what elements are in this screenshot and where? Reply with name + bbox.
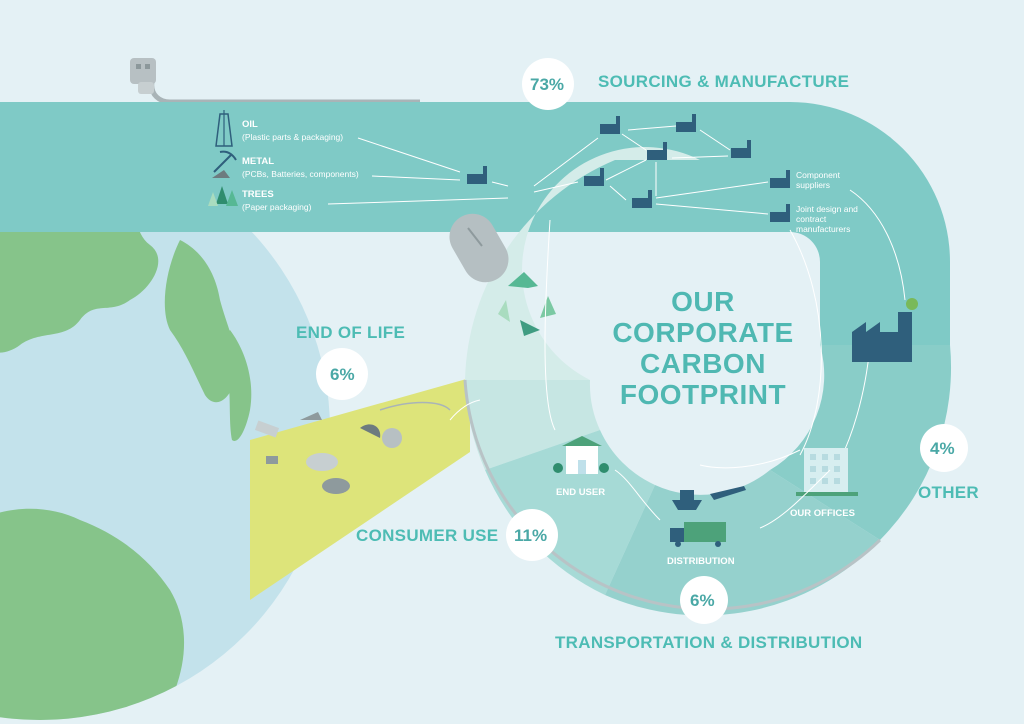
usb-plug-icon (130, 58, 156, 94)
transport-percent: 6% (690, 591, 715, 610)
flow-arrows (327, 125, 906, 461)
factory-icon (731, 140, 751, 158)
joint-design-label: Joint design and contract manufacturers (796, 204, 858, 234)
mouse-icon (449, 213, 509, 283)
sourcing-percent: 73% (530, 75, 565, 94)
oil-rig-icon (215, 110, 233, 147)
factory-icon (584, 168, 604, 186)
factory-icon (770, 170, 790, 188)
end-user-label: END USER (556, 487, 606, 498)
debris (254, 401, 451, 494)
title-line-4: FOOTPRINT (619, 379, 787, 410)
material-metal-name: METAL (242, 156, 275, 167)
end-of-life-label: END OF LIFE (296, 323, 406, 342)
consumer-percent: 11% (514, 526, 548, 545)
distribution-label: DISTRIBUTION (667, 556, 735, 567)
page-title: OUR CORPORATE CARBON FOOTPRINT (610, 286, 796, 410)
recycle-icon (498, 272, 556, 336)
sourcing-percent-circle (522, 58, 574, 110)
factory-icon (647, 142, 667, 160)
transport-label: TRANSPORTATION & DISTRIBUTION (555, 633, 863, 652)
factory-icon (770, 204, 790, 222)
end-of-life-percent-circle (316, 348, 368, 400)
lifecycle-ring (463, 147, 952, 616)
pickaxe-icon (212, 150, 237, 178)
transport-percent-circle (680, 576, 728, 624)
factory-icon (600, 116, 620, 134)
trees-icon (208, 186, 238, 206)
consumer-percent-circle (506, 509, 558, 561)
material-oil-detail: (Plastic parts & packaging) (242, 132, 344, 142)
our-offices-label: OUR OFFICES (790, 508, 855, 519)
house-icon (553, 436, 609, 474)
other-percent: 4% (930, 439, 955, 458)
ring-arrows (449, 219, 831, 529)
plane-icon (710, 486, 746, 500)
usb-cable (149, 81, 420, 105)
factory-icon (676, 114, 696, 132)
component-suppliers-label: Component suppliers (796, 170, 840, 190)
end-of-life-beam (250, 378, 470, 600)
material-metal-detail: (PCBs, Batteries, components) (242, 169, 359, 179)
title-line-1: OUR (671, 286, 735, 317)
title-line-3: CARBON (640, 348, 766, 379)
consumer-label: CONSUMER USE (356, 526, 499, 545)
ship-icon (672, 490, 702, 510)
factory-icon (467, 166, 487, 184)
office-building-icon (796, 448, 858, 496)
sourcing-label: SOURCING & MANUFACTURE (598, 72, 850, 91)
factory-icons (467, 114, 790, 222)
factory-icon (632, 190, 652, 208)
material-trees-name: TREES (242, 189, 274, 200)
material-trees-detail: (Paper packaging) (242, 202, 312, 212)
big-factory-icon (852, 298, 918, 362)
title-line-2: CORPORATE (612, 317, 794, 348)
other-percent-circle (920, 424, 968, 472)
truck-icon (670, 522, 726, 547)
end-of-life-percent: 6% (330, 365, 355, 384)
other-label: OTHER (918, 483, 979, 502)
material-oil-name: OIL (242, 119, 258, 130)
